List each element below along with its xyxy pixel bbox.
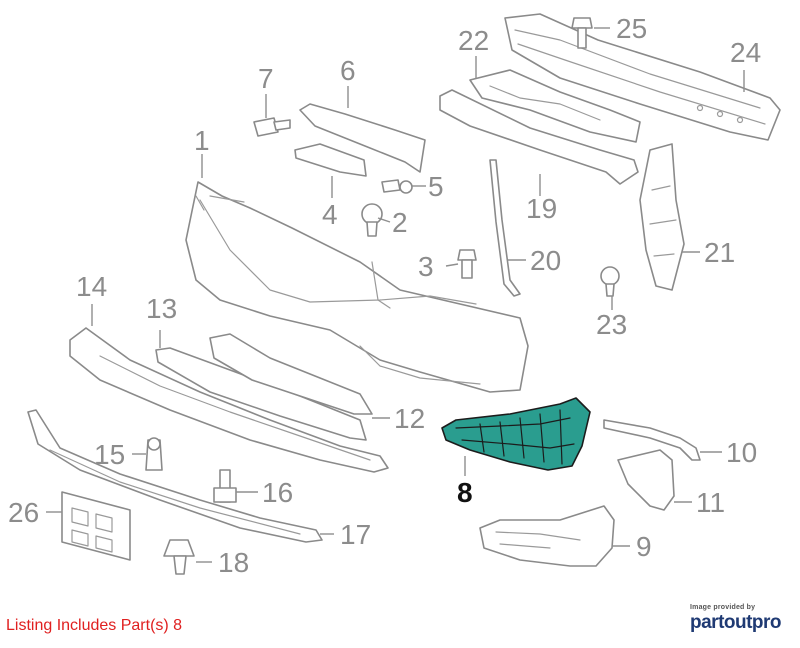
part-23-clip bbox=[600, 266, 620, 297]
callout-25: 25 bbox=[616, 13, 647, 44]
part-22-absorber bbox=[469, 69, 641, 143]
callout-24: 24 bbox=[730, 37, 761, 68]
part-5-clip bbox=[381, 179, 413, 194]
part-21-side-bracket bbox=[639, 143, 685, 291]
part-4-spacer bbox=[294, 143, 367, 177]
part-11-bracket bbox=[617, 449, 675, 511]
part-6-bracket bbox=[299, 103, 426, 173]
part-14-lower-panel bbox=[69, 327, 389, 473]
part-15-clip bbox=[145, 437, 163, 471]
callout-8-highlighted: 8 bbox=[457, 477, 473, 508]
callout-7: 7 bbox=[258, 63, 274, 94]
callout-23: 23 bbox=[596, 309, 627, 340]
partoutpro-logo: partoutpro bbox=[690, 612, 782, 633]
part-3-bolt bbox=[457, 249, 477, 279]
callout-19: 19 bbox=[526, 193, 557, 224]
part-1-bumper-cover bbox=[185, 181, 529, 393]
callout-14: 14 bbox=[76, 271, 107, 302]
part-9-fog-cover bbox=[479, 505, 615, 567]
callout-21: 21 bbox=[704, 237, 735, 268]
callout-10: 10 bbox=[726, 437, 757, 468]
listing-includes-text: Listing Includes Part(s) 8 bbox=[6, 617, 183, 634]
part-7-bolt bbox=[253, 117, 291, 137]
part-24-bumper-reinforcement bbox=[504, 13, 781, 141]
leader-lines bbox=[46, 27, 745, 563]
part-8-grille-highlighted bbox=[441, 397, 591, 471]
part-17-lower-strip bbox=[27, 409, 323, 543]
part-10-trim bbox=[603, 419, 701, 461]
part-19-upper-beam bbox=[439, 89, 639, 185]
part-20-strip bbox=[489, 159, 521, 297]
callout-11: 11 bbox=[696, 487, 725, 518]
callout-4: 4 bbox=[322, 199, 338, 230]
part-26-plate-bracket bbox=[61, 491, 131, 561]
callout-3: 3 bbox=[418, 251, 434, 282]
callout-2: 2 bbox=[392, 207, 408, 238]
callout-1: 1 bbox=[194, 125, 210, 156]
callout-12: 12 bbox=[394, 403, 425, 434]
callout-13: 13 bbox=[146, 293, 177, 324]
part-12-lower-grille bbox=[209, 333, 373, 415]
callout-18: 18 bbox=[218, 547, 249, 578]
part-2-clip bbox=[361, 203, 383, 237]
callout-5: 5 bbox=[428, 171, 444, 202]
part-25-bolt bbox=[571, 17, 593, 49]
callout-16: 16 bbox=[262, 477, 293, 508]
image-credit-caption: Image provided by bbox=[690, 604, 756, 611]
callout-22: 22 bbox=[458, 25, 489, 56]
callout-6: 6 bbox=[340, 55, 356, 86]
callout-9: 9 bbox=[636, 531, 652, 562]
part-13-grille-strip bbox=[155, 347, 367, 441]
callout-26: 26 bbox=[8, 497, 39, 528]
part-18-clip bbox=[163, 539, 195, 575]
part-8-fill bbox=[441, 397, 591, 471]
image-credit: Image provided by partoutpro bbox=[690, 604, 790, 634]
callout-17: 17 bbox=[340, 519, 371, 550]
callout-20: 20 bbox=[530, 245, 561, 276]
part-16-clip bbox=[213, 469, 237, 503]
callout-15: 15 bbox=[94, 439, 125, 470]
